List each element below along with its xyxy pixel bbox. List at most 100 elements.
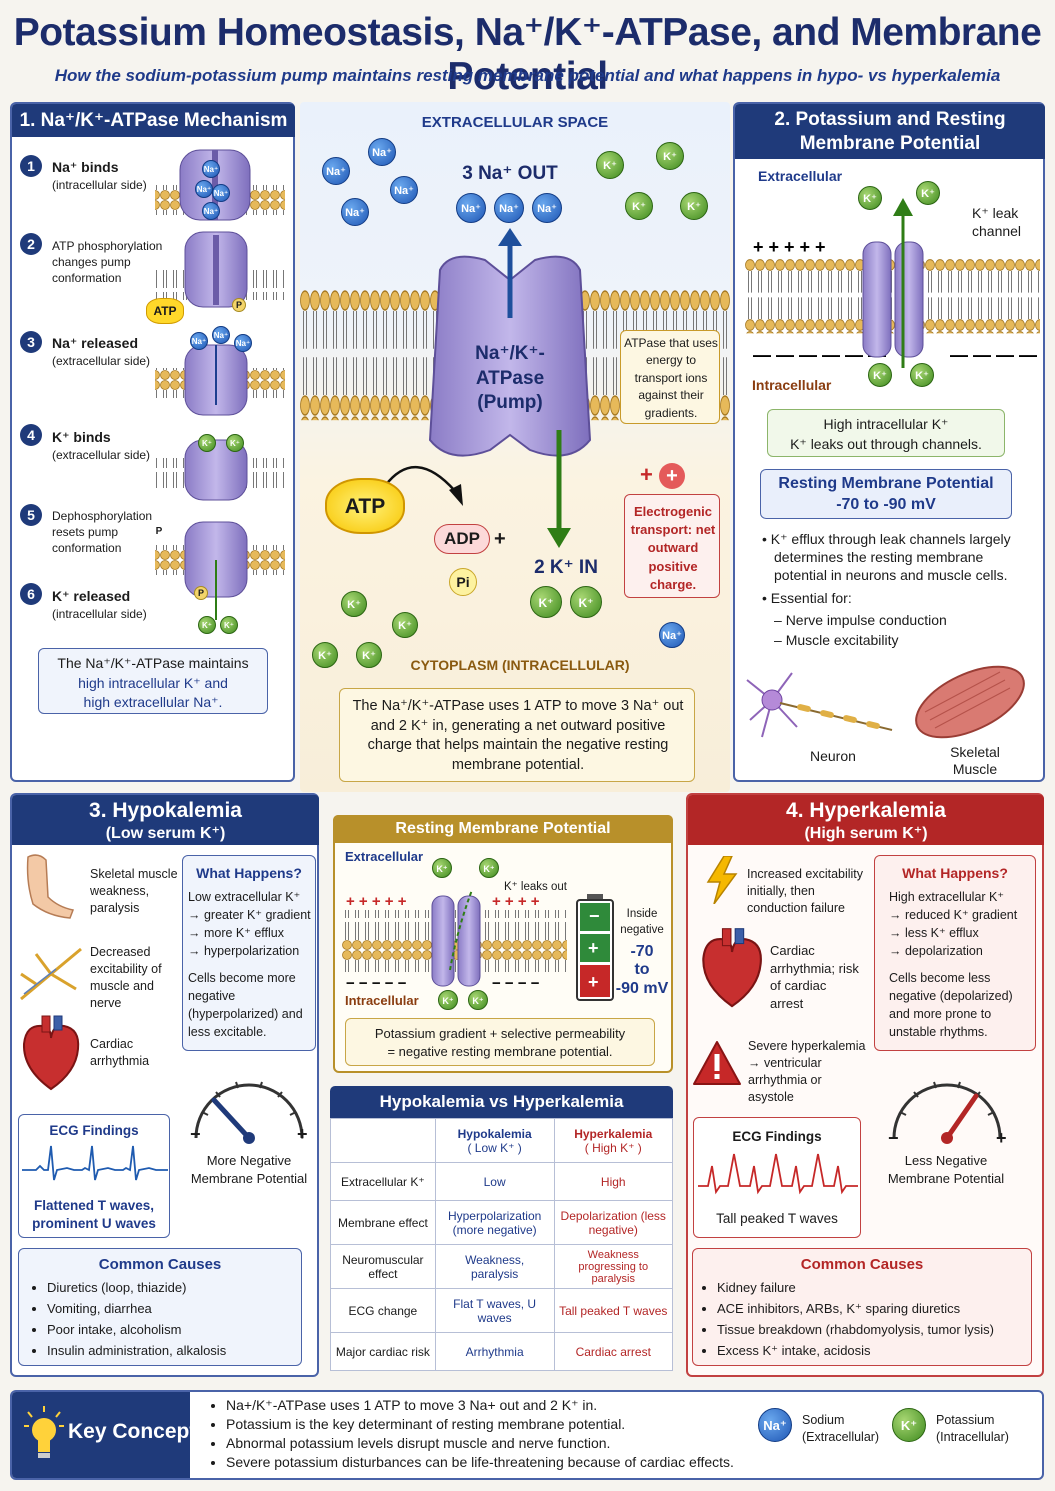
sodium-legend-icon: Na⁺ [758, 1408, 792, 1442]
ecg-flat-trace [22, 1145, 168, 1181]
sodium-ion-icon: Na⁺ [532, 193, 562, 223]
mechanism-illustrations [155, 149, 285, 620]
header-line: 4. Hyperkalemia [786, 799, 946, 822]
panel-mechanism-header: 1. Na⁺/K⁺-ATPase Mechanism [12, 104, 295, 137]
nerve-icon [20, 947, 82, 1001]
mechanism-summary: The Na⁺/K⁺-ATPase maintains high intrace… [38, 648, 268, 714]
symptom-text: Severe hyperkalemia → ventricular arrhyt… [748, 1039, 866, 1104]
header-line: 2. Potassium and Resting [774, 109, 1006, 130]
box-line: High intracellular K⁺ [823, 416, 949, 432]
rmp-center-header: Resting Membrane Potential [333, 815, 673, 843]
step-title: ATP phosphorylation [52, 239, 163, 253]
potassium-ion-icon: K⁺ [858, 186, 882, 210]
step-title: K⁺ released [52, 588, 131, 604]
warning-icon [693, 1041, 741, 1085]
gauge-minus: − [190, 1124, 201, 1144]
bullet-item: • Essential for: [762, 589, 852, 606]
potassium-ion-icon: K⁺ [341, 591, 367, 617]
mini-membrane [155, 231, 285, 308]
rmp-summary-box: Potassium gradient + selective permeabil… [345, 1018, 655, 1066]
potassium-ion-icon: K⁺ [479, 858, 499, 878]
step-desc: (intracellular side) [52, 606, 147, 621]
potassium-ion-icon: K⁺ [910, 363, 934, 387]
sodium-ion-icon: Na⁺ [212, 184, 230, 202]
step-text: Na⁺ binds (intracellular side) [52, 158, 162, 193]
cause-item: Excess K⁺ intake, acidosis [717, 1340, 1029, 1361]
summary-line: high intracellular K⁺ and [78, 674, 228, 691]
potassium-ion-icon: K⁺ [356, 642, 382, 668]
sodium-ion-icon: Na⁺ [202, 202, 220, 220]
potassium-ion-icon: K⁺ [656, 142, 684, 170]
step-text: ATP phosphorylation changes pump conforma… [52, 238, 168, 287]
rmp-membrane: + + + + + + + + + − − − − − − − − − [342, 890, 567, 990]
k-efflux-arrow-icon [893, 198, 913, 368]
sodium-ion-icon: Na⁺ [322, 157, 350, 185]
heart-icon [22, 1015, 80, 1091]
sodium-ion-icon: Na⁺ [390, 176, 418, 204]
extracellular-label: Extracellular [345, 849, 424, 864]
atp-burst-icon: ATP [146, 298, 184, 324]
potassium-ion-icon: K⁺ [570, 586, 602, 618]
potassium-ion-icon: K⁺ [220, 616, 238, 634]
potassium-ion-icon: K⁺ [226, 434, 244, 452]
potassium-ion-icon: K⁺ [468, 990, 488, 1010]
hyper-what-box: What Happens? High extracellular K⁺→ red… [874, 855, 1036, 1051]
cytoplasm-label: CYTOPLASM (INTRACELLULAR) [410, 657, 630, 673]
step-desc: (extracellular side) [52, 353, 151, 368]
atp-to-adp-arrow-icon [384, 466, 463, 506]
page-title: Potassium Homeostasis, Na⁺/K⁺-ATPase, an… [13, 11, 1042, 98]
gauge-more-negative [194, 1081, 304, 1144]
header-line: (High serum K⁺) [804, 825, 928, 842]
hyper-ecg-box: ECG Findings Tall peaked T waves [693, 1117, 861, 1238]
sodium-ion-icon: Na⁺ [368, 138, 396, 166]
intracellular-label: Intracellular [752, 377, 832, 393]
key-concepts-list: Na+/K⁺-ATPase uses 1 ATP to move 3 Na+ o… [210, 1396, 755, 1472]
hyper-causes-box: Common Causes Kidney failure ACE inhibit… [692, 1248, 1032, 1366]
hyper-causes-list: Kidney failure ACE inhibitors, ARBs, K⁺ … [701, 1277, 1029, 1361]
potassium-ion-icon: K⁺ [625, 192, 653, 220]
na-out-arrow-icon [498, 228, 522, 318]
symptom-text: Decreased excitability of muscle and ner… [90, 945, 162, 1010]
neuron-label: Neuron [810, 748, 856, 764]
atp-burst-icon: ATP [325, 478, 405, 534]
step-number: 2 [20, 233, 42, 255]
step-title: Na⁺ binds [52, 159, 119, 175]
potassium-ion-icon: K⁺ [596, 151, 624, 179]
cause-item: Vomiting, diarrhea [47, 1298, 299, 1319]
potassium-ion-icon: K⁺ [438, 990, 458, 1010]
potassium-legend-label: Potassium(Intracellular) [936, 1413, 1009, 1444]
sodium-ion-icon: Na⁺ [212, 326, 230, 344]
potassium-legend-icon: K⁺ [892, 1408, 926, 1442]
potassium-ion-icon: K⁺ [198, 616, 216, 634]
svg-text:— — — —: — — — — [950, 345, 1037, 365]
potassium-ion-icon: K⁺ [868, 363, 892, 387]
cause-item: Diuretics (loop, thiazide) [47, 1277, 299, 1298]
hypo-causes-box: Common Causes Diuretics (loop, thiazide)… [18, 1248, 302, 1366]
heart-icon [702, 928, 762, 1008]
symptom-text: Cardiac arrhythmia [90, 1037, 150, 1068]
na-out-label: 3 Na⁺ OUT [462, 163, 558, 184]
step-number: 4 [20, 424, 42, 446]
step-desc: changes pump conformation [52, 255, 131, 286]
hypo-causes-list: Diuretics (loop, thiazide) Vomiting, dia… [31, 1277, 299, 1361]
sodium-ion-icon: Na⁺ [494, 193, 524, 223]
gauge-minus: − [888, 1128, 899, 1148]
step-desc: (intracellular side) [52, 177, 147, 192]
battery-icon: − + + [576, 894, 614, 1001]
potassium-ion-icon: K⁺ [680, 192, 708, 220]
charge-icon: + + [640, 462, 710, 489]
lightning-icon [706, 856, 738, 904]
skeletal-muscle-icon [915, 665, 1025, 739]
step-title: Na⁺ released [52, 335, 138, 351]
page-subtitle: How the sodium-potassium pump maintains … [54, 66, 1001, 85]
extracellular-label: EXTRACELLULAR SPACE [421, 114, 609, 131]
step-number: 3 [20, 331, 42, 353]
arm-icon [26, 854, 75, 919]
summary-line: high extracellular Na⁺. [83, 694, 223, 711]
pump-label-line: (Pump) [477, 392, 543, 414]
sodium-ion-icon: Na⁺ [202, 160, 220, 178]
